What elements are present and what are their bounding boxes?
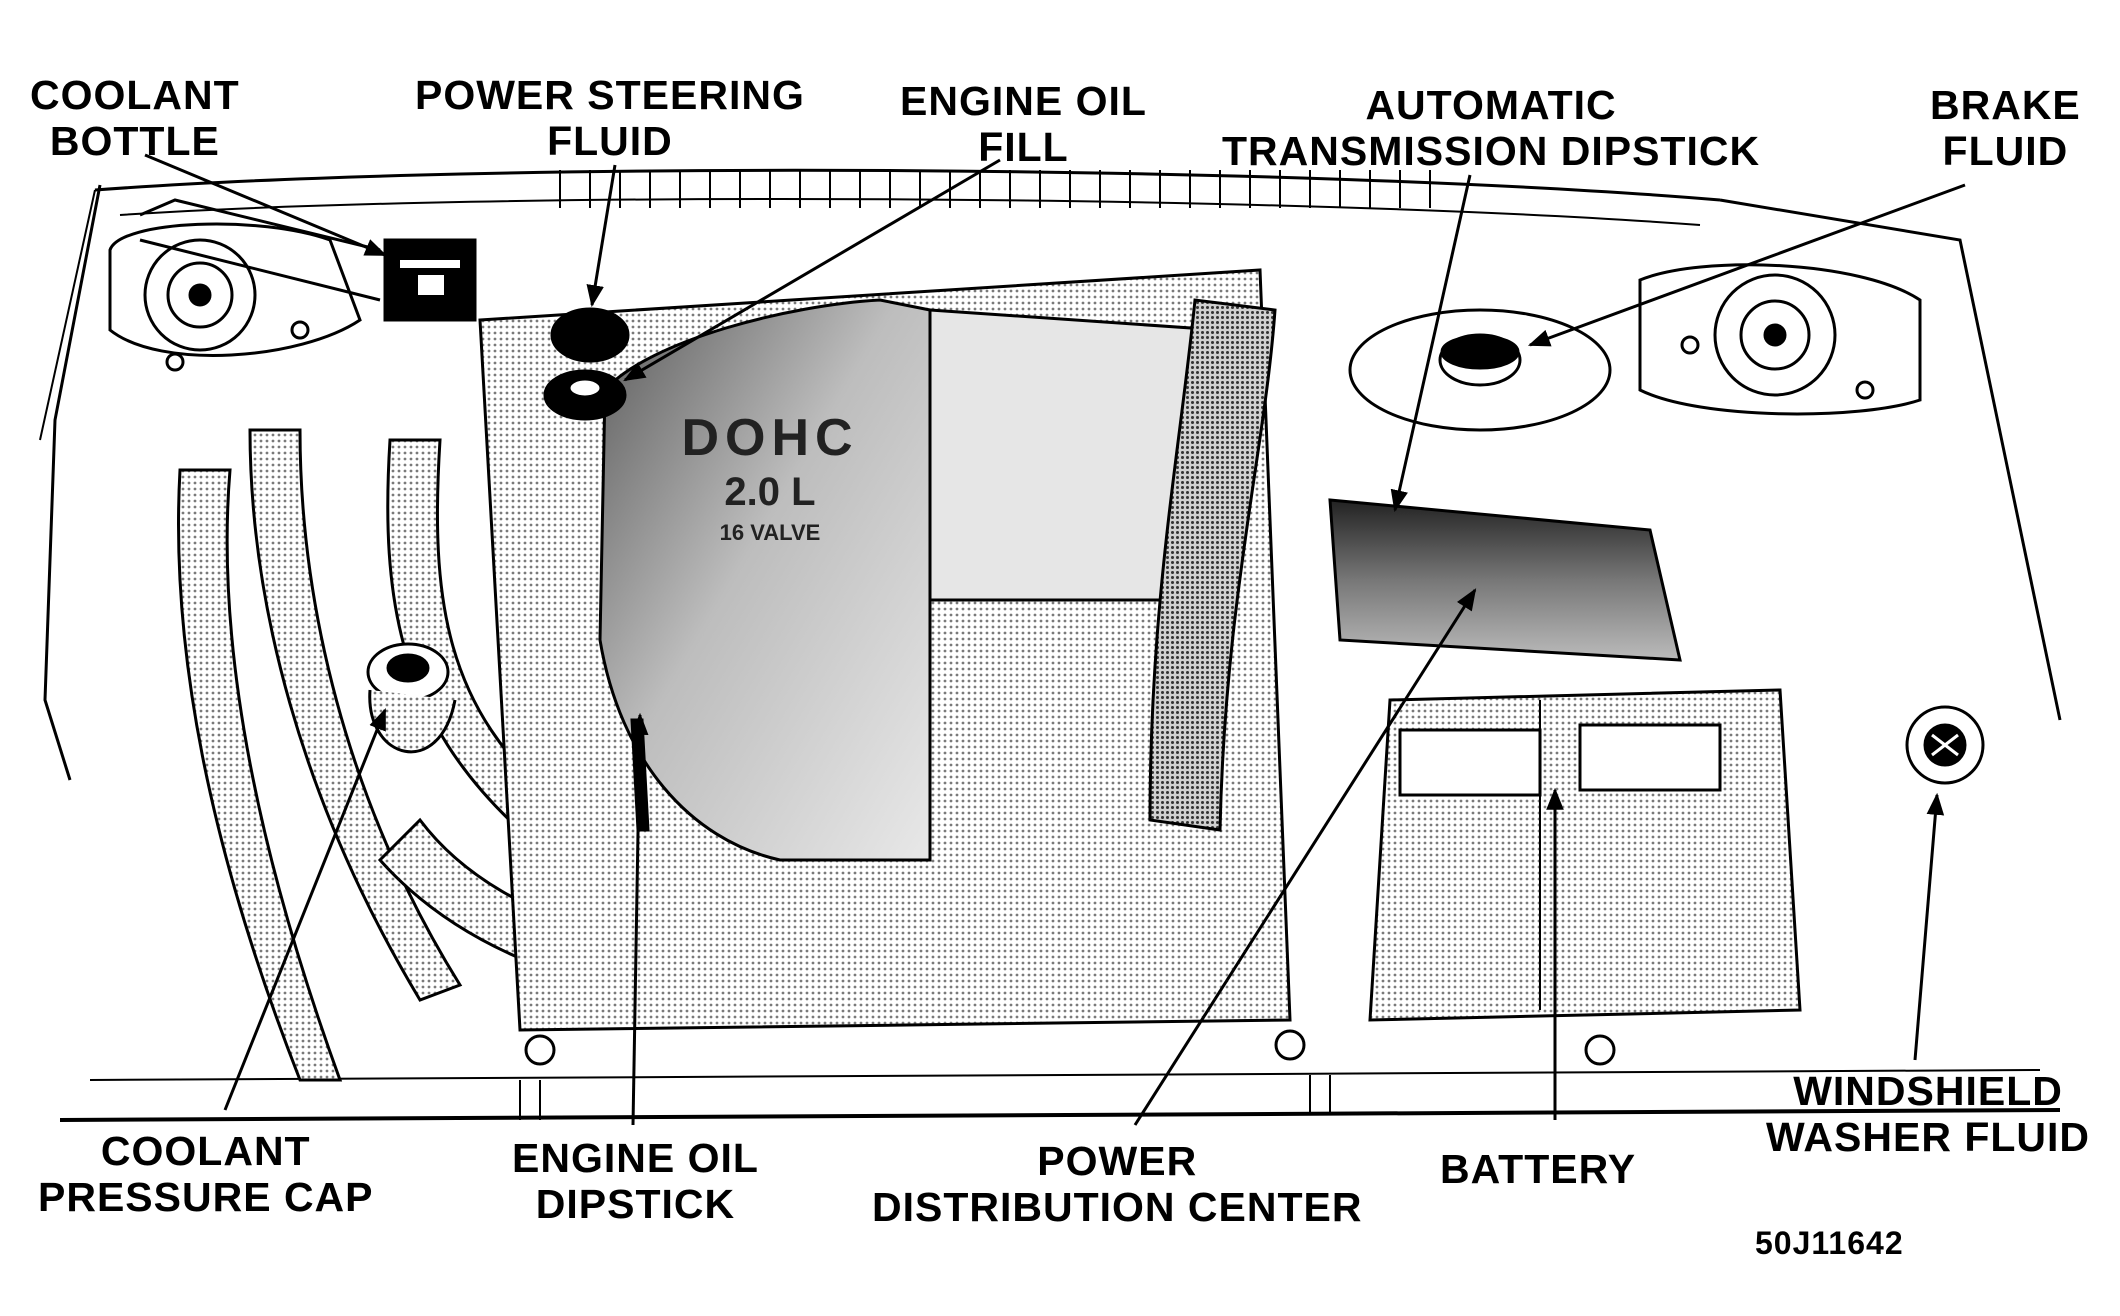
- label-engine-oil-dipstick: ENGINE OIL DIPSTICK: [512, 1135, 759, 1227]
- label-line: DISTRIBUTION CENTER: [872, 1184, 1363, 1230]
- windshield-washer-cap-part: [1905, 705, 1985, 785]
- label-line: COOLANT: [100, 1128, 311, 1174]
- engine: [478, 268, 1292, 1032]
- label-line: POWER: [1037, 1138, 1198, 1184]
- label-line: COOLANT: [30, 72, 240, 118]
- power-steering-cap-part: [550, 307, 630, 363]
- label-power-distribution-center: POWER DISTRIBUTION CENTER: [872, 1138, 1363, 1230]
- leader-engine-oil-fill: [623, 158, 1001, 382]
- leader-engine-oil-dipstick: [630, 712, 649, 1126]
- label-line: FLUID: [547, 118, 673, 164]
- leader-power-distribution-center: [1133, 588, 1477, 1126]
- leader-coolant-bottle: [144, 153, 388, 257]
- label-line: FILL: [978, 124, 1069, 170]
- battery-part: [1368, 688, 1802, 1022]
- leader-power-steering-fluid: [586, 164, 617, 308]
- engine-oil-fill-cap-part: [543, 369, 627, 421]
- engine-bay-illustration: [39, 168, 2062, 1122]
- coolant-pressure-cap-part: [366, 642, 457, 754]
- label-line: ENGINE OIL: [900, 78, 1147, 124]
- label-line: PRESSURE CAP: [38, 1174, 374, 1220]
- decal-dohc: DOHC: [681, 409, 858, 467]
- label-line: ENGINE OIL: [512, 1135, 759, 1181]
- brake-fluid-reservoir-part: [1348, 308, 1612, 432]
- label-line: BOTTLE: [49, 118, 220, 164]
- label-line: TRANSMISSION DIPSTICK: [1222, 128, 1761, 174]
- label-line: AUTOMATIC: [1365, 82, 1617, 128]
- label-line: DIPSTICK: [535, 1181, 736, 1227]
- label-line: WINDSHIELD: [1793, 1068, 2063, 1114]
- cowl-grille: [559, 170, 1431, 208]
- label-line: FLUID: [1942, 128, 2069, 174]
- label-coolant-bottle: COOLANT BOTTLE: [30, 72, 240, 164]
- decal-displacement: 2.0 L: [724, 470, 815, 514]
- callout-leaders: [144, 153, 1966, 1126]
- figure-id: 50J11642: [1755, 1225, 1904, 1261]
- label-line: WASHER FLUID: [1766, 1114, 2091, 1160]
- engine-decal: DOHC 2.0 L 16 VALVE: [681, 409, 858, 545]
- leader-windshield-washer: [1913, 792, 1945, 1061]
- decal-valves: 16 VALVE: [720, 520, 821, 545]
- coolant-bottle-part: [139, 198, 477, 322]
- power-distribution-center-part: [1328, 498, 1682, 662]
- label-battery: BATTERY: [1440, 1146, 1636, 1192]
- label-line: BRAKE: [1930, 82, 2081, 128]
- valve-cover: [598, 298, 932, 862]
- leader-brake-fluid: [1527, 183, 1966, 347]
- label-automatic-transmission-dipstick: AUTOMATIC TRANSMISSION DIPSTICK: [1222, 82, 1760, 174]
- label-coolant-pressure-cap: COOLANT PRESSURE CAP: [38, 1128, 374, 1220]
- label-power-steering-fluid: POWER STEERING FLUID: [415, 72, 805, 164]
- label-line: BATTERY: [1440, 1146, 1637, 1192]
- label-engine-oil-fill: ENGINE OIL FILL: [900, 78, 1147, 170]
- label-windshield-washer-fluid: WINDSHIELD WASHER FLUID: [1766, 1068, 2090, 1160]
- leader-coolant-pressure-cap: [223, 707, 387, 1111]
- leader-transmission-dipstick: [1390, 174, 1472, 513]
- label-line: POWER STEERING: [415, 72, 805, 118]
- label-brake-fluid: BRAKE FLUID: [1930, 82, 2081, 174]
